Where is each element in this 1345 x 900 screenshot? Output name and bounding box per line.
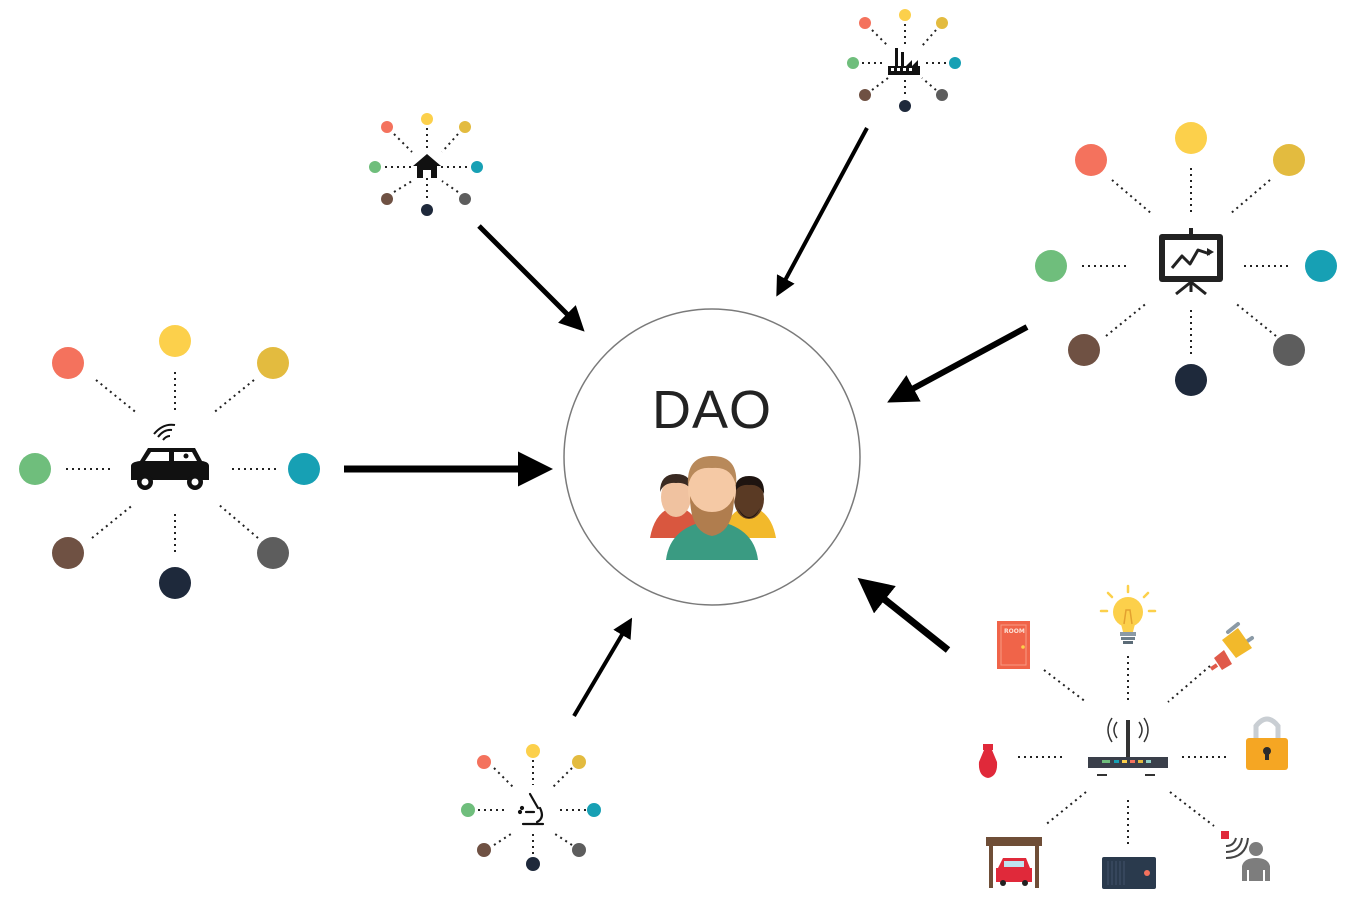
node-dot <box>936 89 948 101</box>
microscope-icon <box>519 794 543 824</box>
motion-sensor-icon <box>1221 831 1270 881</box>
node-dot <box>1175 122 1207 154</box>
cluster-home <box>369 113 483 216</box>
node-dot <box>459 193 471 205</box>
node-dot <box>459 121 471 133</box>
node-dot <box>859 17 871 29</box>
node-dot <box>52 347 84 379</box>
node-dot <box>461 803 475 817</box>
node-dot <box>1075 144 1107 176</box>
node-dot <box>381 193 393 205</box>
server-icon <box>1102 857 1156 889</box>
node-dot <box>526 744 540 758</box>
thermometer-icon <box>979 744 997 778</box>
node-dot <box>587 803 601 817</box>
cluster-lab <box>461 744 601 871</box>
factory-icon <box>888 48 920 75</box>
node-dot <box>1175 364 1207 396</box>
node-dot <box>52 537 84 569</box>
arrow-from-smart-home <box>874 591 948 650</box>
arrow-from-home <box>479 226 574 321</box>
door-label: ROOM <box>1004 628 1025 635</box>
node-dot <box>477 755 491 769</box>
node-dot <box>859 89 871 101</box>
light-bulb-icon <box>1101 586 1155 644</box>
node-dot <box>19 453 51 485</box>
node-dot <box>159 567 191 599</box>
node-dot <box>1068 334 1100 366</box>
node-dot <box>257 537 289 569</box>
power-plug-icon <box>1211 624 1252 670</box>
arrow-from-factory <box>782 128 867 286</box>
node-dot <box>369 161 381 173</box>
node-dot <box>526 857 540 871</box>
node-dot <box>949 57 961 69</box>
node-dot <box>899 9 911 21</box>
node-dot <box>572 843 586 857</box>
dao-title: DAO <box>652 380 772 440</box>
node-dot <box>477 843 491 857</box>
wifi-router-icon <box>1088 718 1168 776</box>
node-dot <box>257 347 289 379</box>
cluster-car <box>19 325 320 599</box>
node-dot <box>421 204 433 216</box>
arrow-from-presentation <box>903 327 1027 394</box>
node-dot <box>381 121 393 133</box>
node-dot <box>421 113 433 125</box>
cluster-smart-home: ROOM <box>979 586 1288 889</box>
connected-car-icon <box>131 425 209 490</box>
house-icon <box>413 154 441 178</box>
node-dot <box>572 755 586 769</box>
node-dot <box>1035 250 1067 282</box>
node-dot <box>471 161 483 173</box>
node-dot <box>1273 334 1305 366</box>
node-dot <box>899 100 911 112</box>
node-dot <box>1273 144 1305 176</box>
door-icon: ROOM <box>997 621 1030 669</box>
cluster-factory <box>847 9 961 112</box>
padlock-icon <box>1246 719 1288 770</box>
node-dot <box>1305 250 1337 282</box>
cluster-presentation <box>1035 122 1337 396</box>
arrow-from-lab <box>574 628 626 716</box>
garage-icon <box>986 837 1042 888</box>
node-dot <box>159 325 191 357</box>
presentation-board-icon <box>1159 228 1223 294</box>
node-dot <box>936 17 948 29</box>
dao-hub: DAO <box>564 309 860 605</box>
node-dot <box>288 453 320 485</box>
node-dot <box>847 57 859 69</box>
